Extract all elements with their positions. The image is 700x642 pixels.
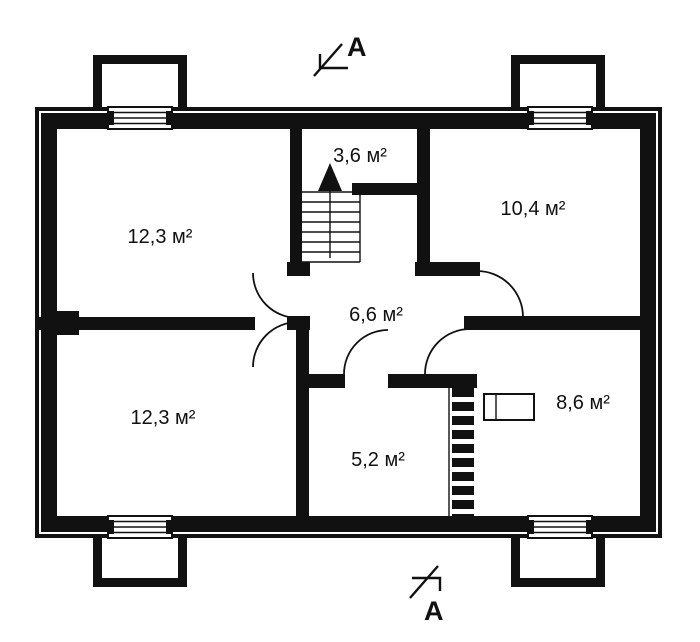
ladder-flue xyxy=(448,388,474,516)
section-bracket-bottom xyxy=(412,576,442,591)
hall-bottom-wall-right xyxy=(388,374,477,388)
room-area-labels: 12,3 м² 3,6 м² 10,4 м² 6,6 м² 12,3 м² 5,… xyxy=(128,145,611,471)
door-arc-bottom-right-room xyxy=(424,328,471,375)
room-area-bottom-left: 12,3 м² xyxy=(131,407,196,429)
fixture-symbol xyxy=(483,393,535,421)
outer-wall-right xyxy=(640,107,662,538)
bottom-center-left-wall xyxy=(296,330,309,516)
section-mark-top: A xyxy=(313,32,367,77)
staircase xyxy=(302,163,361,263)
section-line-bottom xyxy=(409,565,439,599)
room-area-top-right: 10,4 м² xyxy=(501,198,566,220)
stairs-up-arrow-icon xyxy=(318,163,342,191)
room-area-bottom-center: 5,2 м² xyxy=(351,449,405,471)
chimney-top-right xyxy=(511,55,605,109)
outer-walls xyxy=(35,107,662,538)
interior-walls xyxy=(35,129,640,516)
window-bottom-right xyxy=(527,515,593,539)
room-area-top-left: 12,3 м² xyxy=(128,226,193,248)
door-arcs xyxy=(252,270,524,375)
stairwell-left-wall xyxy=(290,129,302,262)
chimney-bottom-left xyxy=(93,533,187,587)
hall-bottom-wall-left xyxy=(296,374,345,388)
window-top-right xyxy=(527,106,593,130)
hall-top-right-wall xyxy=(415,262,480,276)
left-wall-pier xyxy=(57,311,79,335)
room-area-bottom-right: 8,6 м² xyxy=(556,392,610,414)
stairwell-right-wall xyxy=(417,129,430,262)
door-arc-bottom-left-room xyxy=(252,321,299,368)
hall-top-left-stub xyxy=(287,262,310,276)
window-bottom-left xyxy=(107,515,173,539)
section-mark-bottom: A xyxy=(409,565,444,626)
room-area-hall: 6,6 м² xyxy=(349,304,403,326)
door-arc-top-right-room xyxy=(476,270,524,318)
right-rooms-divider-wall xyxy=(464,316,640,330)
left-rooms-divider-wall xyxy=(35,317,255,330)
section-label-top: A xyxy=(347,32,367,62)
section-bracket-top xyxy=(318,54,348,70)
window-top-left xyxy=(107,106,173,130)
chimney-top-left xyxy=(93,55,187,109)
section-label-bottom: A xyxy=(424,596,444,626)
section-line-top xyxy=(313,43,343,77)
hall-mid-left-stub xyxy=(287,316,310,330)
chimney-bottom-right xyxy=(511,533,605,587)
room-area-stairwell: 3,6 м² xyxy=(333,145,387,167)
door-arc-bottom-center-room xyxy=(343,329,389,375)
stairwell-mid-wall xyxy=(352,183,417,195)
door-arc-top-left-room xyxy=(252,272,299,319)
